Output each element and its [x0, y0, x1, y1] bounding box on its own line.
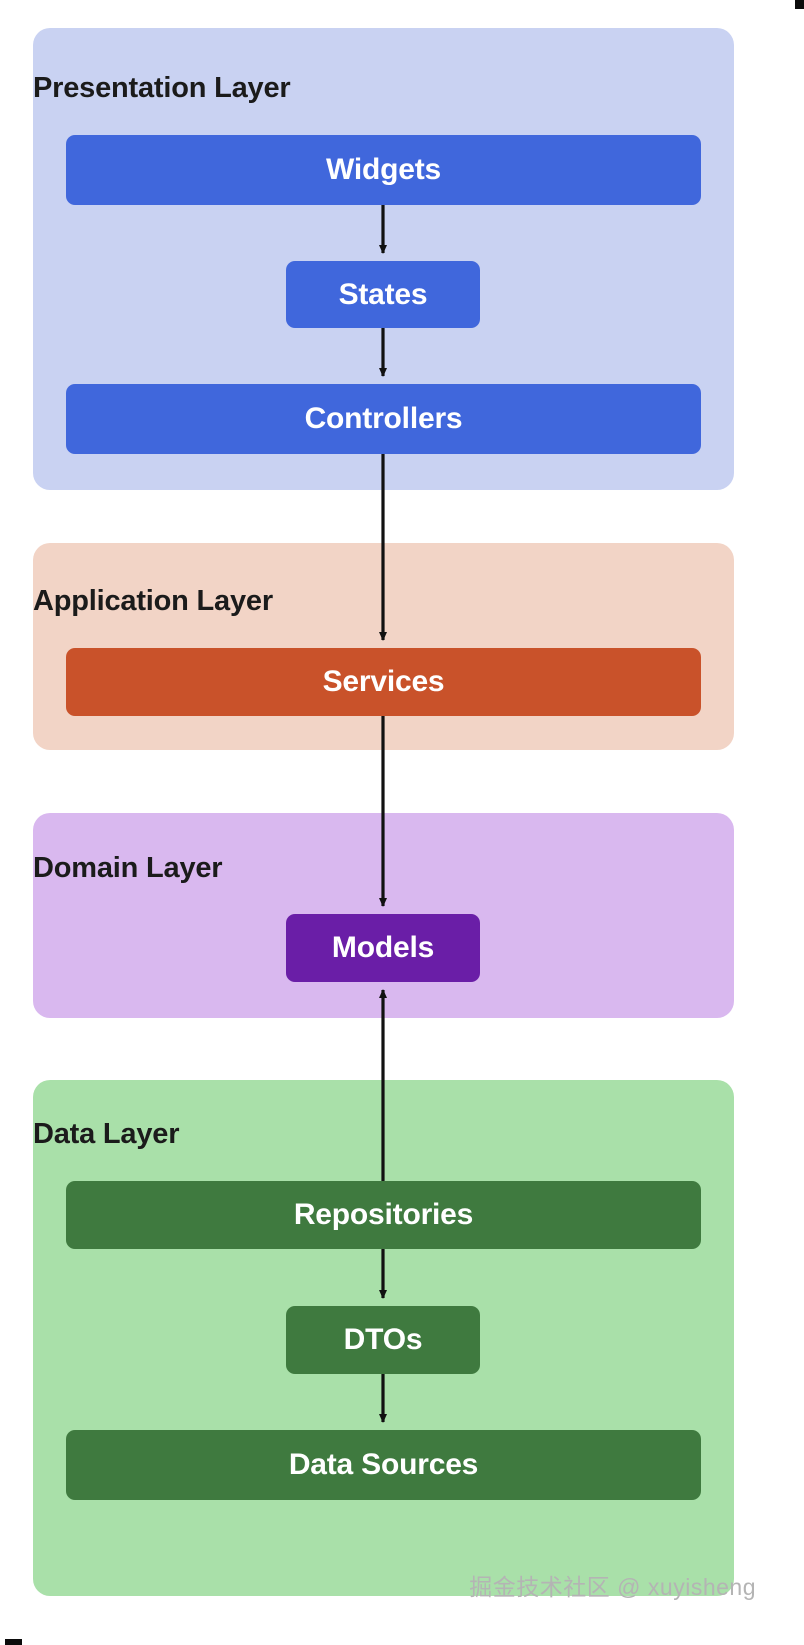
node-controllers-label: Controllers [304, 402, 463, 435]
layer-title-domain: Domain Layer [33, 852, 223, 884]
node-widgets-label: Widgets [326, 153, 441, 186]
watermark-text: 掘金技术社区 @ xuyisheng [469, 1574, 756, 1600]
node-repositories[interactable]: Repositories [66, 1181, 701, 1249]
corner-artifact-bottom-left [5, 1639, 22, 1645]
corner-artifact-top-right [795, 0, 804, 9]
node-models[interactable]: Models [286, 914, 480, 982]
node-controllers[interactable]: Controllers [66, 384, 701, 454]
node-models-label: Models [331, 931, 435, 964]
node-dtos-label: DTOs [343, 1323, 423, 1356]
node-datasources-label: Data Sources [288, 1448, 479, 1481]
layer-panel-application [33, 543, 734, 750]
layer-title-presentation: Presentation Layer [33, 72, 291, 104]
node-datasources[interactable]: Data Sources [66, 1430, 701, 1500]
node-widgets[interactable]: Widgets [66, 135, 701, 205]
node-repositories-label: Repositories [293, 1198, 474, 1231]
node-dtos[interactable]: DTOs [286, 1306, 480, 1374]
layer-title-data: Data Layer [33, 1118, 180, 1150]
node-services[interactable]: Services [66, 648, 701, 716]
node-services-label: Services [322, 665, 445, 698]
node-states-label: States [338, 277, 428, 311]
node-states[interactable]: States [286, 261, 480, 328]
layer-title-application: Application Layer [33, 585, 273, 617]
